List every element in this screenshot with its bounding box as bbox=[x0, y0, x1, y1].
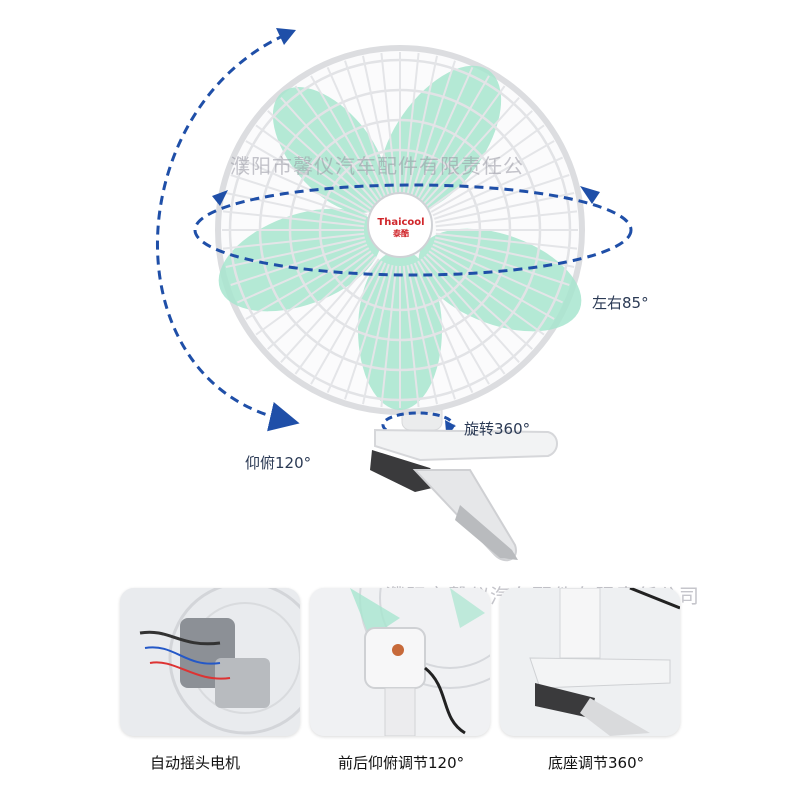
guard-spoke bbox=[230, 174, 367, 220]
clip-spring bbox=[455, 505, 518, 560]
guard-spoke bbox=[310, 260, 383, 385]
guard-spoke bbox=[310, 75, 383, 200]
guard-spoke bbox=[420, 85, 506, 202]
brand-sub-text: 泰酷 bbox=[393, 229, 409, 238]
guard-spoke bbox=[430, 247, 555, 320]
detail-panel-tilt bbox=[310, 588, 490, 736]
tilt-arrow-top bbox=[276, 28, 296, 45]
guard-spoke bbox=[435, 192, 575, 224]
guard-spoke bbox=[280, 256, 377, 363]
label-left-right: 左右85° bbox=[592, 294, 649, 312]
guard-spoke bbox=[326, 262, 387, 394]
guard-spoke bbox=[294, 85, 380, 202]
caption-base: 底座调节360° bbox=[548, 754, 645, 772]
guard-spoke bbox=[423, 97, 520, 204]
guard-spoke bbox=[236, 243, 368, 304]
rotate-arrow bbox=[445, 420, 456, 432]
guard-spoke bbox=[428, 250, 545, 336]
clip-top bbox=[374, 428, 558, 462]
watermark-top: 濮阳市馨仪汽车配件有限责任公 bbox=[230, 154, 524, 178]
oscillation-arc bbox=[193, 183, 633, 277]
guard-spoke bbox=[380, 265, 398, 408]
guard-spoke bbox=[435, 232, 578, 250]
tilt-arc bbox=[156, 33, 300, 432]
guard-spoke bbox=[294, 258, 380, 375]
guard-spoke bbox=[362, 55, 394, 195]
guard-spokes bbox=[222, 52, 578, 408]
guard-spoke bbox=[430, 140, 555, 213]
guard-spoke bbox=[236, 156, 368, 217]
label-tilt: 仰俯120° bbox=[245, 454, 312, 472]
guard-spoke bbox=[435, 236, 575, 268]
guard-spoke bbox=[255, 124, 372, 210]
guard-spoke bbox=[380, 52, 398, 195]
guard-spoke bbox=[413, 66, 474, 198]
detail-panel-motor bbox=[120, 588, 300, 736]
guard-spoke bbox=[402, 265, 420, 408]
guard-spoke bbox=[417, 260, 490, 385]
guard-spoke bbox=[222, 232, 365, 250]
guard-spoke bbox=[433, 174, 570, 220]
guard-spoke bbox=[406, 265, 438, 405]
detail-panel-base bbox=[500, 588, 680, 736]
guard-spoke bbox=[326, 66, 387, 198]
guard-spoke bbox=[255, 250, 372, 336]
guard-spoke bbox=[410, 263, 456, 400]
guard-spoke bbox=[267, 110, 374, 207]
guard-spoke bbox=[426, 253, 533, 350]
guard-spoke bbox=[267, 253, 374, 350]
guard-spoke bbox=[362, 265, 394, 405]
guard-spoke bbox=[245, 140, 370, 213]
guard-spoke bbox=[245, 247, 370, 320]
guard-spoke bbox=[230, 240, 367, 286]
guard-spoke bbox=[420, 258, 506, 375]
guard-spoke bbox=[435, 210, 578, 228]
caption-motor: 自动摇头电机 bbox=[150, 754, 241, 772]
oscillation-arrow-right bbox=[580, 186, 600, 204]
brand-logo-text: Thaicool bbox=[377, 217, 425, 228]
guard-spoke bbox=[428, 124, 545, 210]
caption-tilt: 前后仰俯调节120° bbox=[338, 754, 465, 772]
oscillation-arrow-left bbox=[212, 190, 228, 206]
guard-spoke bbox=[344, 263, 390, 400]
guard-spoke bbox=[432, 156, 564, 217]
label-rotate: 旋转360° bbox=[464, 420, 531, 438]
guard-spoke bbox=[406, 55, 438, 195]
guard-spoke bbox=[432, 243, 564, 304]
guard-spoke bbox=[417, 75, 490, 200]
guard-spoke bbox=[410, 60, 456, 197]
guard-spoke bbox=[413, 262, 474, 394]
guard-spoke bbox=[222, 210, 365, 228]
guard-spoke bbox=[433, 240, 570, 286]
guard-spoke bbox=[402, 52, 420, 195]
guard-spoke bbox=[426, 110, 533, 207]
fan-hub bbox=[367, 192, 433, 258]
guard-spoke bbox=[344, 60, 390, 197]
guard-spoke bbox=[225, 236, 365, 268]
guard-spoke bbox=[225, 192, 365, 224]
